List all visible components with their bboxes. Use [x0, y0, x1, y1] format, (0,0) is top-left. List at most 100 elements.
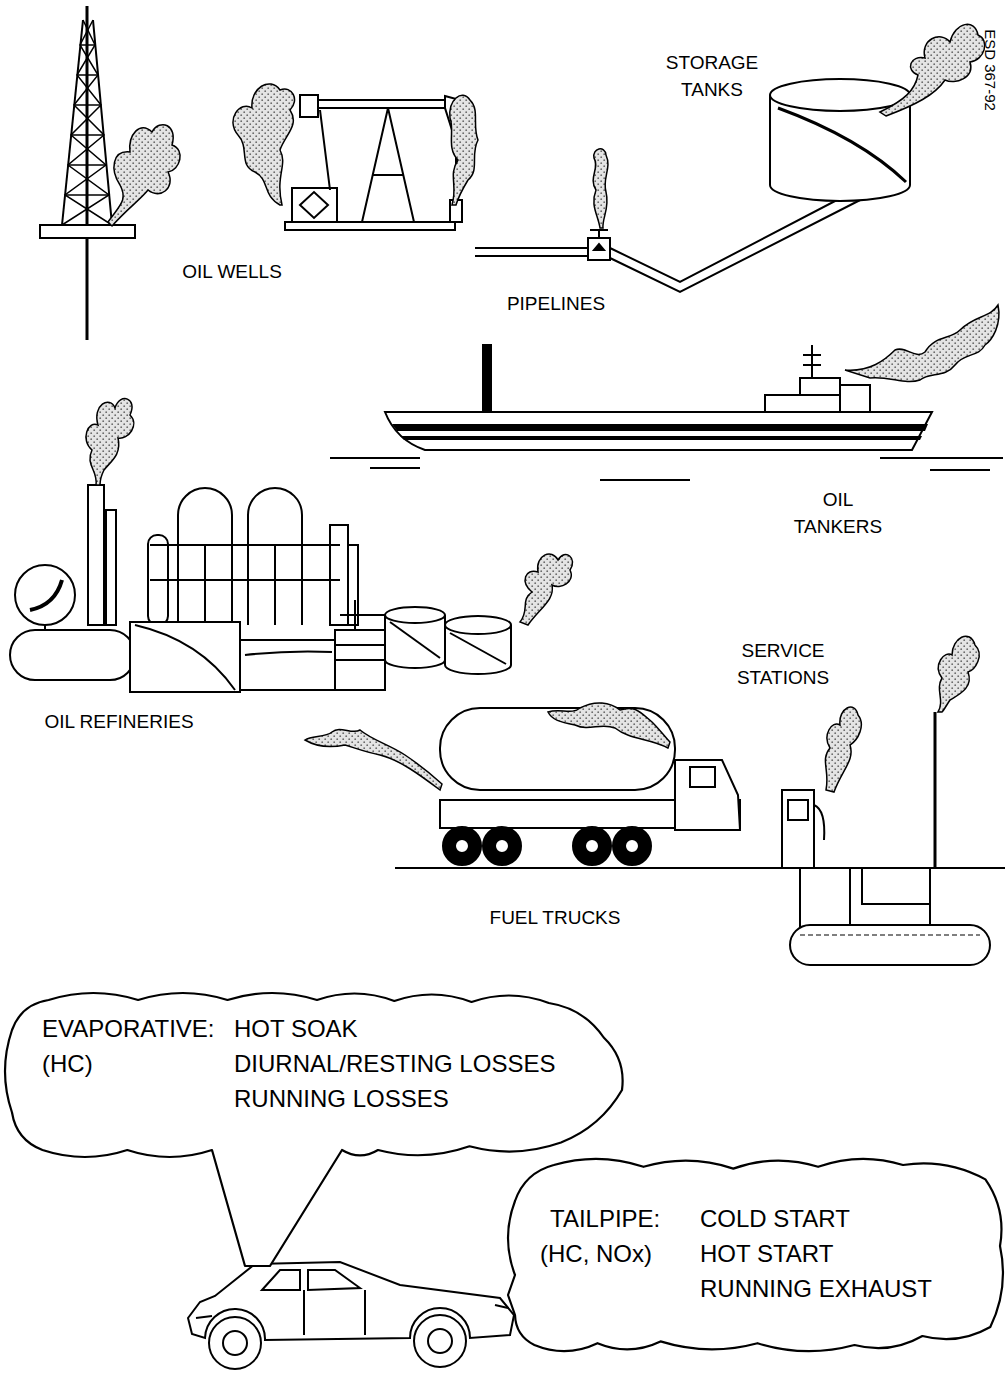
oil-refinery	[178, 488, 232, 625]
oil-derrick	[40, 225, 135, 238]
oil-refinery	[450, 633, 506, 664]
pump-jack	[285, 95, 462, 230]
service-station	[862, 868, 930, 904]
vapor-plume	[880, 24, 985, 116]
vapor-plume	[593, 149, 608, 228]
oil-tanker	[385, 412, 932, 450]
pump-jack	[300, 95, 318, 117]
vapor-plume	[86, 24, 999, 792]
pump-jack	[320, 110, 330, 190]
oil-tanker	[811, 345, 813, 380]
oil-refinery	[385, 607, 445, 623]
oil-refinery	[348, 545, 358, 625]
service-station	[790, 925, 990, 965]
oil-derrick	[62, 20, 109, 225]
oil-tanker	[483, 345, 491, 413]
oil-derrick	[65, 194, 109, 196]
oil-refinery	[445, 616, 511, 634]
vapor-plume	[548, 703, 670, 748]
oil-tanker	[330, 457, 420, 459]
service-station	[934, 712, 937, 868]
vapor-plume	[845, 305, 999, 382]
oil-refinery	[335, 659, 385, 661]
callout-item: DIURNAL/RESTING LOSSES	[234, 1050, 555, 1078]
part-label: STORAGE TANKS	[657, 50, 767, 104]
oil-derrick	[74, 104, 101, 106]
oil-tanker	[800, 378, 840, 395]
car	[364, 1290, 366, 1335]
part-label: SERVICE STATIONS	[728, 638, 838, 692]
pump-jack	[373, 174, 403, 176]
vapor-plume	[520, 554, 573, 625]
car	[414, 1315, 466, 1367]
service-station	[800, 934, 980, 935]
oil-refinery	[88, 485, 104, 625]
oil-derrick	[65, 20, 112, 225]
oil-refinery	[10, 485, 511, 692]
fuel-truck	[495, 839, 509, 853]
service-station	[782, 790, 814, 868]
car	[303, 1290, 305, 1335]
pump-jack	[310, 100, 445, 108]
pipeline	[610, 196, 868, 292]
pipeline	[475, 188, 868, 292]
pipeline	[475, 247, 588, 249]
oil-derrick	[68, 164, 106, 166]
part-label: PIPELINES	[507, 291, 605, 318]
oil-refinery	[106, 510, 116, 625]
storage-tank	[778, 108, 906, 182]
pipeline	[588, 238, 610, 260]
oil-refinery	[30, 580, 62, 610]
fuel-truck	[455, 839, 469, 853]
pump-jack	[300, 192, 328, 218]
figure-number: ESD 367-92	[979, 29, 1000, 111]
car	[495, 1305, 508, 1308]
storage-tank	[770, 79, 910, 111]
oil-derrick	[71, 134, 104, 136]
car	[428, 1329, 452, 1353]
storage-tank	[770, 79, 910, 201]
oil-refinery	[274, 545, 276, 625]
car	[262, 1270, 300, 1290]
callout-heading: EVAPORATIVE:	[42, 1015, 215, 1043]
pipeline	[598, 230, 600, 238]
pump-jack	[285, 222, 455, 230]
pump-jack	[362, 108, 414, 222]
fuel-truck	[483, 827, 521, 865]
service-station	[814, 805, 824, 840]
fuel-truck	[675, 760, 740, 830]
service-station	[782, 712, 990, 965]
callout-item: HOT SOAK	[234, 1015, 358, 1043]
vapor-plume	[450, 95, 478, 205]
service-station	[849, 868, 851, 930]
oil-refinery	[204, 545, 206, 625]
fuel-truck	[585, 839, 599, 853]
fuel-truck	[625, 839, 639, 853]
oil-tanker	[880, 457, 1003, 459]
fuel-truck	[690, 767, 715, 787]
oil-tanker	[600, 479, 690, 481]
oil-refinery	[150, 579, 340, 581]
callout-item: HOT START	[700, 1240, 833, 1268]
oil-refinery	[330, 525, 348, 625]
oil-tanker	[400, 436, 922, 440]
pump-jack	[292, 188, 337, 222]
car	[188, 1262, 514, 1369]
vapor-plume	[108, 125, 180, 226]
oil-tanker	[840, 385, 870, 412]
oil-refinery	[340, 614, 385, 616]
callout-heading: (HC)	[42, 1050, 93, 1078]
part-label: FUEL TRUCKS	[490, 905, 621, 932]
car	[196, 1316, 212, 1318]
oil-refinery	[248, 488, 302, 625]
oil-tanker	[370, 467, 420, 469]
pipeline	[590, 229, 608, 231]
cloud-outline	[508, 1159, 1003, 1351]
oil-refinery	[240, 640, 335, 690]
oil-refinery	[150, 544, 340, 546]
oil-tanker	[392, 424, 928, 431]
fuel-truck	[443, 827, 481, 865]
cloud-callout: TAILPIPE:(HC, NOx)COLD STARTHOT STARTRUN…	[515, 1165, 1000, 1345]
fuel-truck	[613, 827, 651, 865]
